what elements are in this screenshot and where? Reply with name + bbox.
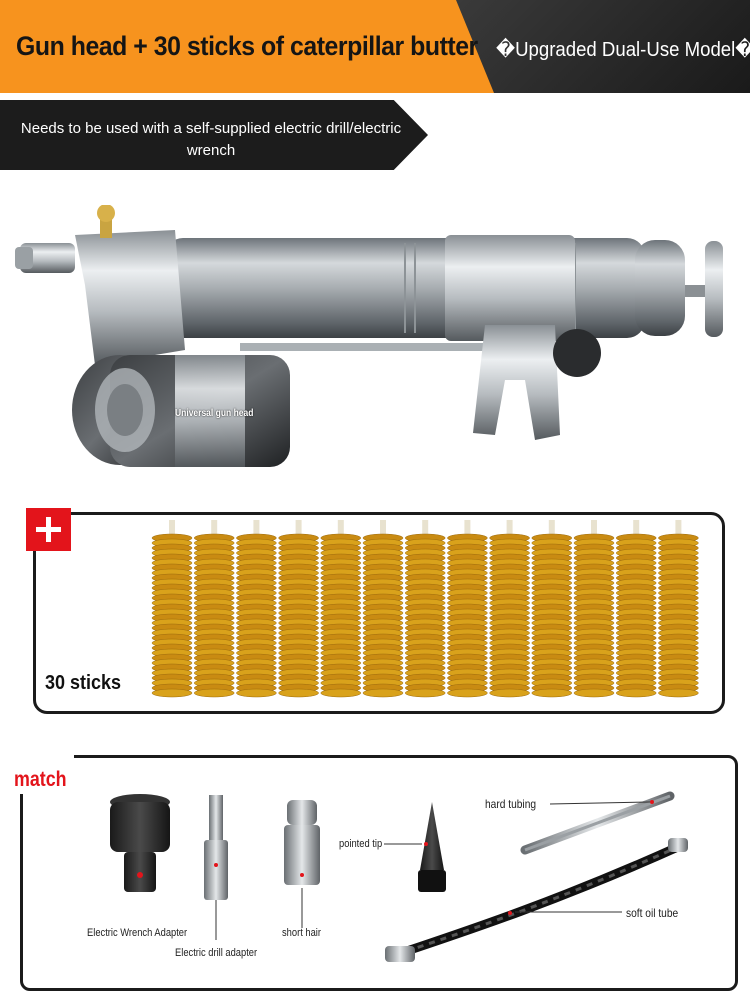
short-hair-label: short hair <box>282 927 321 939</box>
hard-tubing-label: hard tubing <box>485 797 537 811</box>
grease-sticks-svg <box>151 520 699 698</box>
grease-stick <box>573 520 615 698</box>
grease-stick <box>531 520 573 698</box>
grease-gun-image <box>15 205 723 467</box>
page-title: Gun head + 30 sticks of caterpillar butt… <box>16 31 478 61</box>
grease-stick <box>658 520 699 698</box>
grease-stick <box>489 520 530 698</box>
grease-stick <box>615 520 657 698</box>
match-title: match <box>14 768 67 791</box>
header-dark-band <box>456 0 750 93</box>
gun-head-label: Universal gun head <box>175 408 254 419</box>
usage-notice: Needs to be used with a self-supplied el… <box>0 100 428 170</box>
pointed-tip-label: pointed tip <box>339 838 383 850</box>
sleeve <box>445 235 575 341</box>
grease-stick <box>193 520 235 698</box>
model-badge: �Upgraded Dual-Use Model� <box>496 39 750 61</box>
grease-stick <box>362 520 404 698</box>
grease-stick <box>236 520 277 698</box>
wrench-adapter-label: Electric Wrench Adapter <box>87 927 188 939</box>
grease-stick <box>278 520 319 698</box>
head-block <box>75 230 185 365</box>
clamp-knob <box>553 329 601 377</box>
clamp <box>473 325 560 440</box>
short-hair-coupler-icon <box>284 800 320 928</box>
hard-tubing-icon <box>520 791 675 855</box>
pointed-tip-icon <box>384 802 446 892</box>
sticks-count-label: 30 sticks <box>45 672 122 694</box>
grease-stick <box>404 520 446 698</box>
grease-stick <box>320 520 362 698</box>
grease-stick <box>151 520 193 698</box>
soft-oil-tube-icon <box>385 838 688 962</box>
usage-notice-text: Needs to be used with a self-supplied el… <box>20 120 402 159</box>
grease-sticks-row <box>150 520 700 700</box>
plus-icon <box>26 508 71 551</box>
header-banner: Gun head + 30 sticks of caterpillar butt… <box>0 0 750 93</box>
grease-stick <box>447 520 488 698</box>
drill-adapter-icon <box>204 795 228 940</box>
wrench-adapter-icon <box>110 794 170 892</box>
match-tag <box>12 748 74 794</box>
nozzle <box>20 243 75 273</box>
t-handle <box>705 241 723 337</box>
accessories-image <box>110 791 688 962</box>
drill-adapter-label: Electric drill adapter <box>175 947 258 959</box>
soft-tube-label: soft oil tube <box>626 906 679 920</box>
